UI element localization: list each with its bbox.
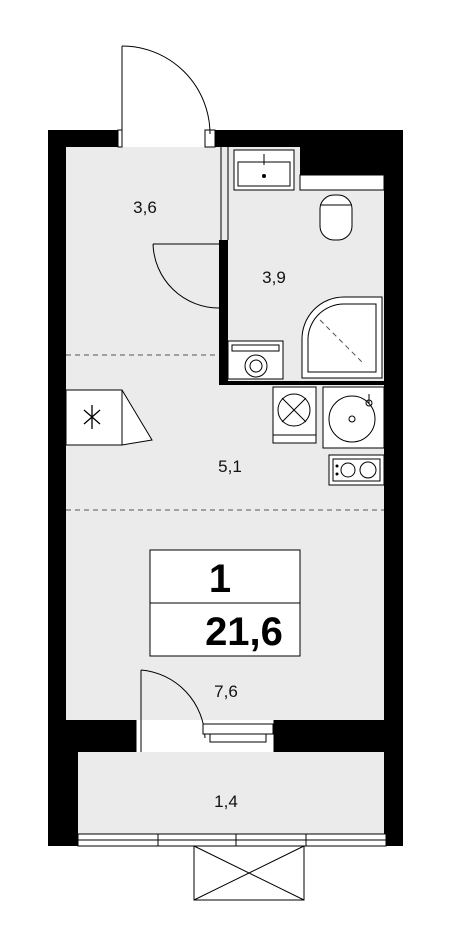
washing-machine-icon [227, 340, 284, 380]
room-area-bathroom: 3,9 [262, 268, 286, 287]
entrance-door-swing-icon [117, 45, 216, 148]
ventilation-fan-icon [65, 389, 153, 446]
partitions [135, 147, 275, 752]
room-area-kitchen: 5,1 [218, 457, 242, 476]
radiator-icon [202, 723, 274, 743]
toilet-icon [299, 174, 385, 241]
cooktop-icon [328, 454, 385, 486]
ac-unit-icon [193, 845, 305, 901]
window-icon [77, 833, 387, 847]
stove-icon [272, 386, 317, 444]
walls [48, 130, 403, 846]
sink-icon [233, 149, 295, 191]
rooms-count: 1 [209, 557, 231, 601]
room-area-hall: 3,6 [133, 198, 157, 217]
balcony-floor [78, 752, 386, 834]
shower-icon [301, 296, 383, 379]
room-area-balcony: 1,4 [214, 792, 238, 811]
bathroom-door-swing-icon [152, 243, 228, 309]
summary-box: 1 21,6 [149, 549, 301, 657]
kitchen-sink-icon [322, 386, 385, 449]
room-area-living: 7,6 [214, 682, 238, 701]
total-area: 21,6 [205, 610, 283, 654]
